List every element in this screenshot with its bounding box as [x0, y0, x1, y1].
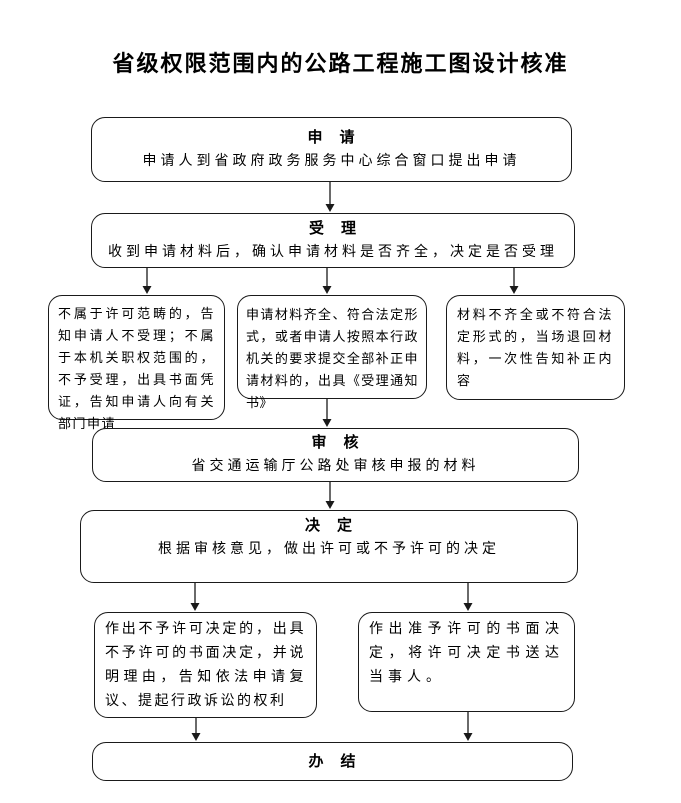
arrowhead	[191, 733, 201, 741]
arrowhead	[142, 286, 152, 294]
node-return-materials-body: 材料不齐全或不符合法定形式的，当场退回材料，一次性告知补正内容	[457, 307, 614, 388]
node-reject-out-of-scope-body: 不属于许可范畴的，告知申请人不受理；不属于本机关职权范围的，不予受理，出具书面凭…	[58, 306, 215, 431]
node-decide-body: 根据审核意见，做出许可或不予许可的决定	[158, 542, 500, 557]
arrowhead	[322, 286, 332, 294]
node-accept-notice-body: 申请材料齐全、符合法定形式，或者申请人按照本行政机关的要求提交全部补正申请材料的…	[246, 307, 418, 410]
node-apply: 申 请 申请人到省政府政务服务中心综合窗口提出申请	[91, 117, 572, 182]
node-grant-body: 作出准予许可的书面决定，将许可决定书送达当事人。	[369, 622, 564, 685]
node-review: 审 核 省交通运输厅公路处审核申报的材料	[92, 428, 579, 482]
node-deny: 作出不予许可决定的，出具不予许可的书面决定，并说明理由，告知依法申请复议、提起行…	[94, 612, 317, 718]
node-return-materials: 材料不齐全或不符合法定形式的，当场退回材料，一次性告知补正内容	[446, 295, 625, 400]
arrowhead	[509, 286, 519, 294]
node-review-body: 省交通运输厅公路处审核申报的材料	[191, 459, 480, 474]
arrowhead	[325, 204, 335, 212]
page-title: 省级权限范围内的公路工程施工图设计核准	[112, 51, 569, 76]
node-finish-title: 办 结	[308, 753, 357, 770]
node-accept-body: 收到申请材料后，确认申请材料是否齐全，决定是否受理	[108, 244, 558, 260]
node-decide-title: 决 定	[304, 518, 353, 534]
node-decide: 决 定 根据审核意见，做出许可或不予许可的决定	[80, 510, 578, 583]
node-review-title: 审 核	[311, 435, 360, 451]
node-finish: 办 结	[92, 742, 573, 781]
arrowhead	[325, 501, 335, 509]
node-grant: 作出准予许可的书面决定，将许可决定书送达当事人。	[358, 612, 575, 712]
node-accept-title: 受 理	[308, 220, 357, 237]
arrowhead	[322, 419, 332, 427]
node-accept-notice: 申请材料齐全、符合法定形式，或者申请人按照本行政机关的要求提交全部补正申请材料的…	[237, 295, 427, 410]
arrowhead	[190, 603, 200, 611]
node-apply-body: 申请人到省政府政务服务中心综合窗口提出申请	[142, 153, 521, 169]
node-apply-title: 申 请	[307, 129, 356, 146]
node-deny-body: 作出不予许可决定的，出具不予许可的书面决定，并说明理由，告知依法申请复议、提起行…	[105, 622, 306, 709]
node-accept: 受 理 收到申请材料后，确认申请材料是否齐全，决定是否受理	[91, 213, 575, 268]
node-reject-out-of-scope: 不属于许可范畴的，告知申请人不受理；不属于本机关职权范围的，不予受理，出具书面凭…	[48, 295, 225, 431]
arrowhead	[463, 603, 473, 611]
arrowhead	[463, 733, 473, 741]
